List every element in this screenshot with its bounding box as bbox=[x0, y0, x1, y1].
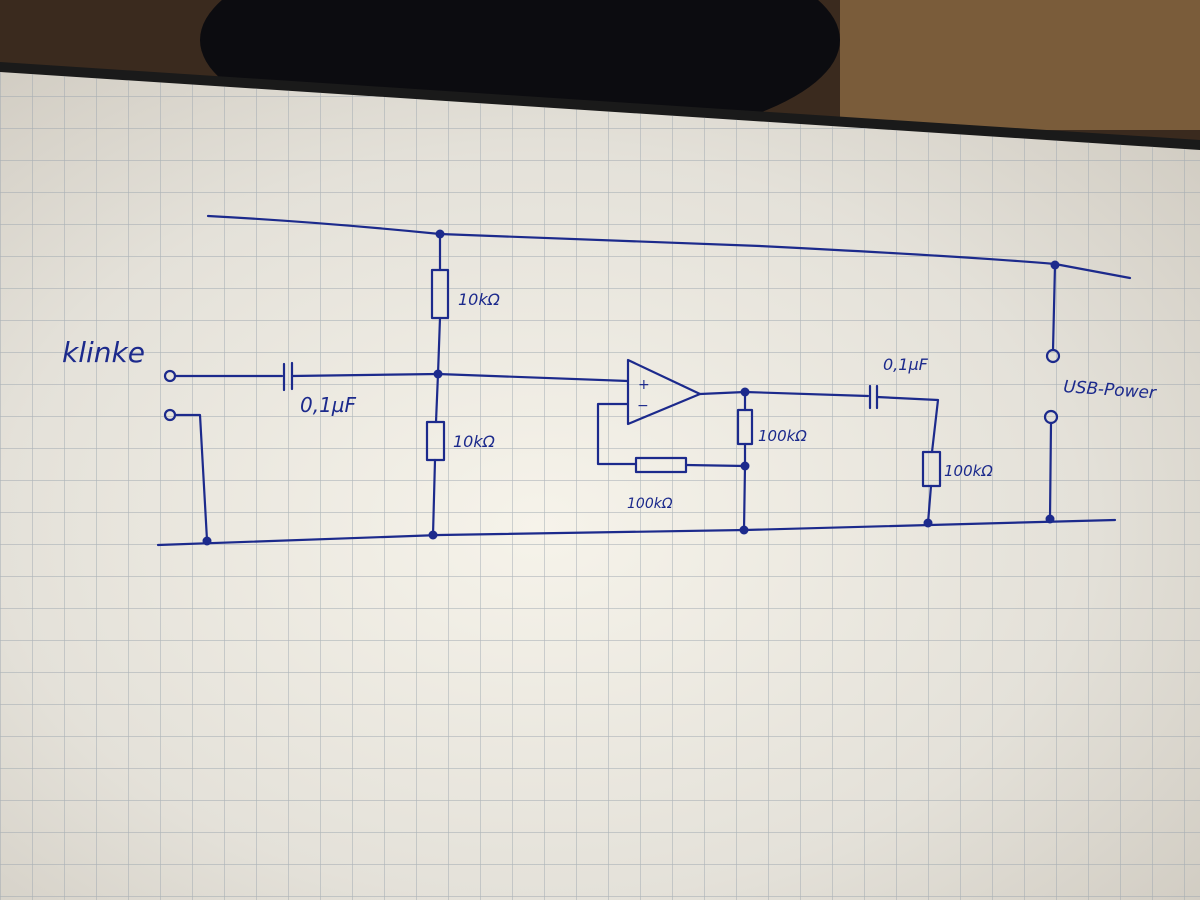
ground-node-opamp bbox=[739, 525, 749, 535]
ground-node-divider bbox=[428, 530, 438, 540]
label-cap-in: 0,1µF bbox=[300, 393, 357, 417]
wooden-surface bbox=[840, 0, 1200, 130]
gain-wire-b bbox=[742, 442, 747, 532]
ground-node-jack bbox=[202, 536, 212, 546]
feedback-to-node-wire bbox=[684, 463, 747, 468]
ground-node-usb bbox=[1045, 514, 1055, 524]
opamp-minus-sign: − bbox=[637, 398, 649, 414]
label-res-gain: 100kΩ bbox=[758, 427, 807, 445]
inverting-feedback-wire bbox=[596, 402, 638, 466]
grid-lines bbox=[0, 72, 1200, 900]
usb-positive-wire bbox=[1051, 263, 1057, 352]
label-input-jack: klinke bbox=[62, 336, 145, 369]
jack-ground-wire bbox=[173, 413, 209, 542]
opamp-plus-sign: + bbox=[638, 377, 650, 393]
load-to-ground-wire bbox=[926, 484, 933, 525]
label-res-feedback: 100kΩ bbox=[627, 496, 673, 512]
label-cap-out: 0,1µF bbox=[883, 355, 929, 374]
cap-to-load-wire bbox=[875, 395, 940, 454]
noninverting-input-wire bbox=[436, 372, 630, 383]
usb-ground-wire bbox=[1048, 421, 1053, 520]
divider-wire-b bbox=[436, 316, 442, 376]
label-res-load: 100kΩ bbox=[944, 462, 993, 480]
positive-rail bbox=[206, 214, 1132, 280]
divider-wire-c bbox=[434, 372, 440, 424]
opamp-triangle bbox=[626, 358, 702, 426]
label-res-bottom: 10kΩ bbox=[453, 432, 496, 451]
label-res-top: 10kΩ bbox=[458, 290, 501, 309]
divider-wire-d bbox=[431, 458, 437, 537]
usb-terminal-positive bbox=[1045, 348, 1061, 364]
cap-to-node-wire bbox=[290, 372, 440, 378]
ground-node-load bbox=[923, 518, 933, 528]
